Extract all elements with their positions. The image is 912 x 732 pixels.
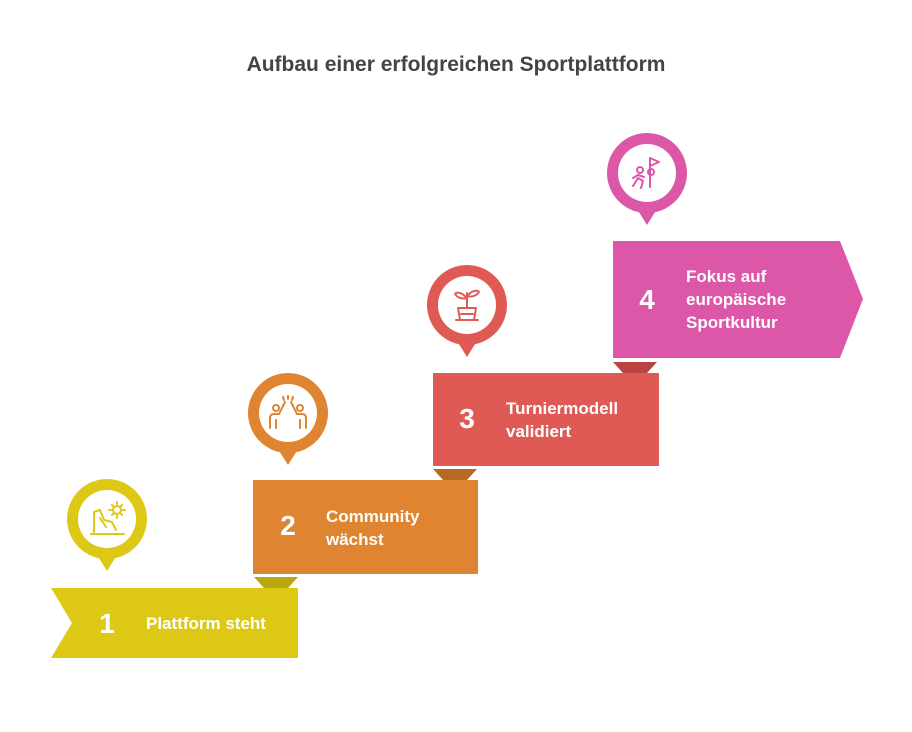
step-1-label: Plattform steht [146,612,266,635]
step-2-fold [433,469,477,480]
step-4 [607,133,863,358]
step-3-label-line: validiert [506,422,572,441]
step-1-label-line: Plattform steht [146,614,266,633]
landscape-sun-icon [90,501,126,535]
step-1-fold [254,577,298,588]
step-4-ribbon [613,241,863,358]
step-2-ribbon [253,480,478,574]
step-3-ribbon [433,373,659,466]
step-2-label-line: wächst [326,530,384,549]
diagram-title: Aufbau einer erfolgreichen Sportplattfor… [246,53,666,76]
step-4-label-line: europäische [686,290,787,309]
step-1 [51,479,298,658]
step-3-marker [427,265,507,357]
step-3 [427,265,659,466]
step-2-marker [248,373,328,465]
step-4-label-line: Sportkultur [686,313,778,332]
step-3-fold [613,362,657,373]
step-2-label-line: Community [326,507,420,526]
step-3-number: 3 [459,403,475,434]
trophy-plant-icon [454,289,480,321]
step-1-number: 1 [99,608,115,639]
runner-goal-icon [632,157,660,189]
step-4-label: Fokus auf europäische Sportkultur [686,265,786,334]
step-3-label-line: Turniermodell [506,399,619,418]
step-4-number: 4 [639,284,655,315]
high-five-icon [269,395,307,429]
step-2 [248,373,478,574]
step-2-number: 2 [280,510,296,541]
step-1-ribbon [51,588,298,658]
step-3-label: Turniermodell validiert [506,397,618,443]
step-1-marker [67,479,147,571]
step-4-marker [607,133,687,225]
step-4-label-line: Fokus auf [686,267,767,286]
step-2-label: Community wächst [326,505,420,551]
